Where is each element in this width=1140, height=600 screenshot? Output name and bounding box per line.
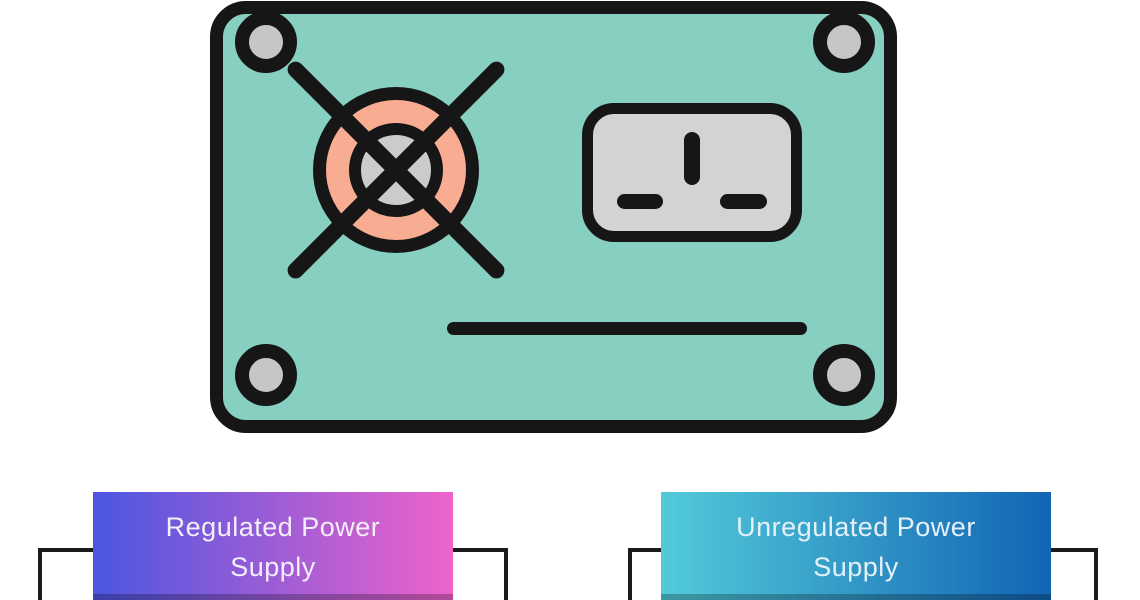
node-label-line: Unregulated Power xyxy=(736,512,976,542)
power-socket-icon xyxy=(582,103,802,242)
node-label-line: Regulated Power xyxy=(165,512,381,542)
node-unregulated-power-supply: Unregulated Power Supply xyxy=(661,492,1051,600)
socket-slot-right xyxy=(720,194,767,209)
node-label-line: Supply xyxy=(230,552,316,582)
screw-hole-icon xyxy=(813,344,875,406)
power-supply-unit-icon xyxy=(210,1,897,433)
screw-hole-icon xyxy=(813,11,875,73)
socket-slot-left xyxy=(617,194,663,209)
socket-slot-vertical xyxy=(684,132,700,185)
vent-line xyxy=(447,322,807,335)
fan-icon xyxy=(284,58,508,282)
node-regulated-power-supply: Regulated Power Supply xyxy=(93,492,453,600)
screw-hole-icon xyxy=(235,344,297,406)
node-label-line: Supply xyxy=(813,552,899,582)
screw-hole-icon xyxy=(235,11,297,73)
